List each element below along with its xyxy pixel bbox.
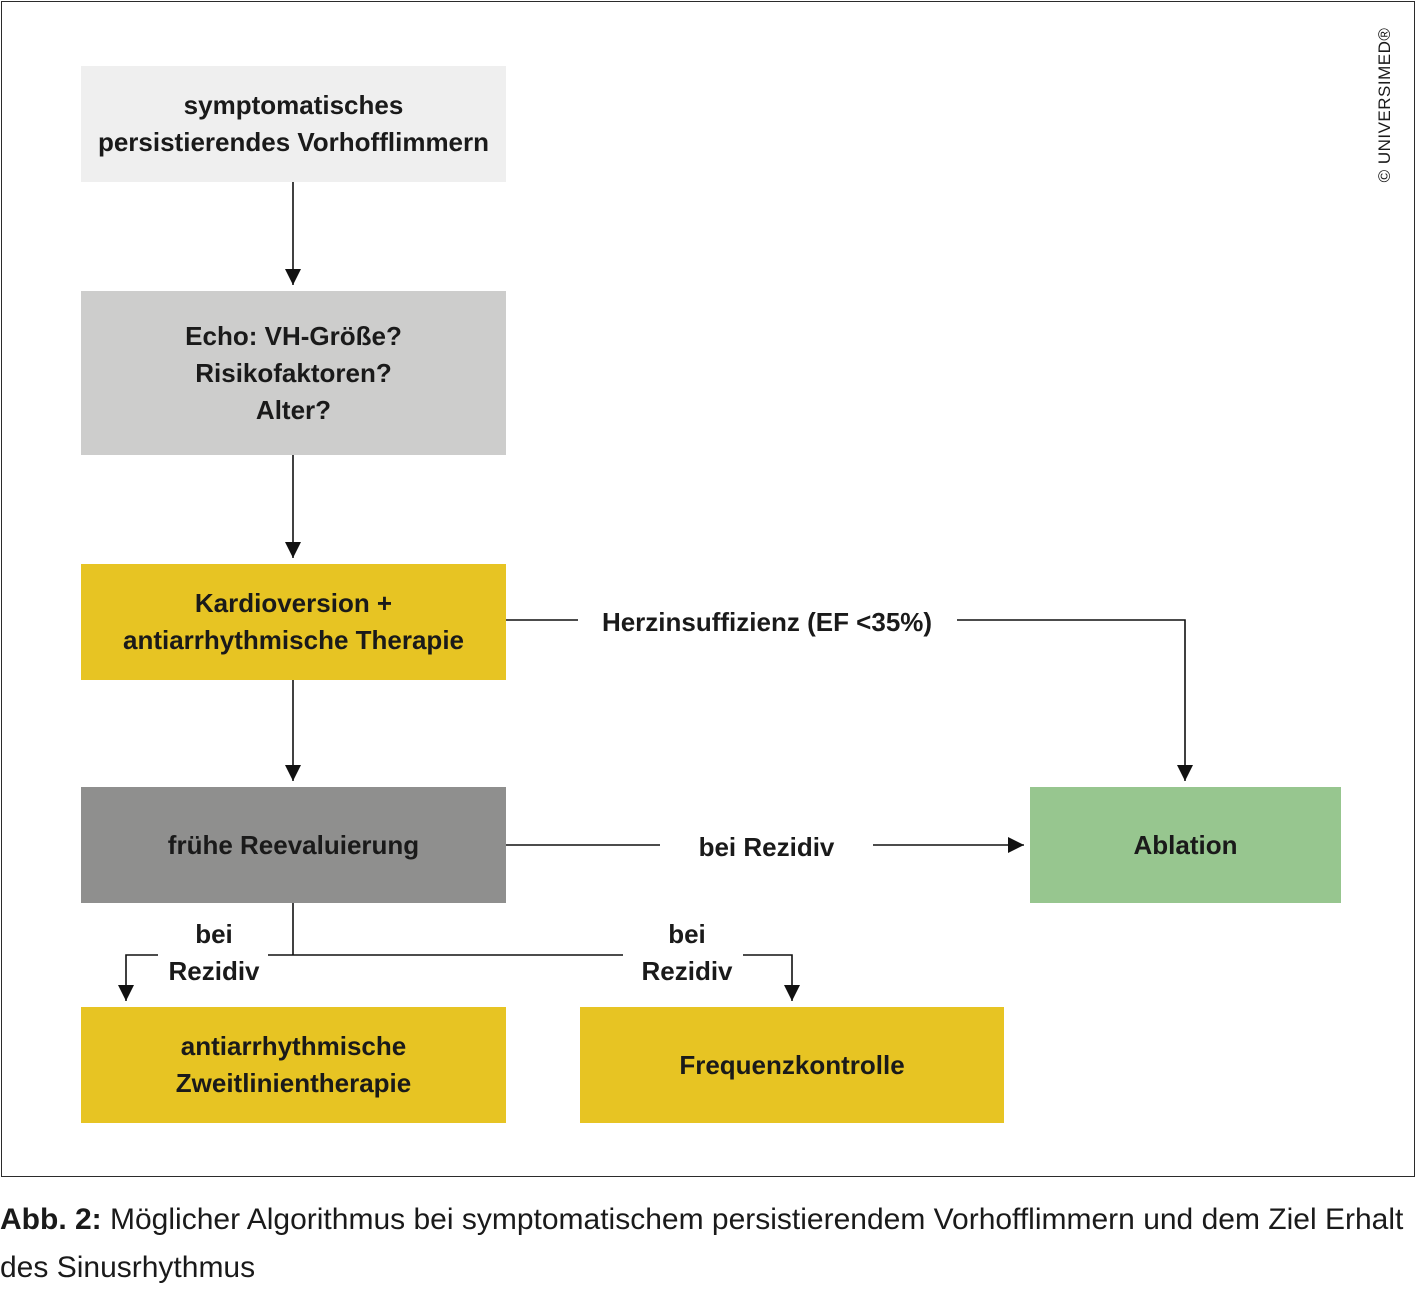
node-ablation: Ablation xyxy=(1030,787,1341,903)
edge-label-recurrence-second-line: bei Rezidiv xyxy=(168,919,260,986)
caption-text: Möglicher Algorithmus bei symptomatische… xyxy=(0,1203,1404,1284)
node-cardioversion: Kardioversion +antiarrhythmische Therapi… xyxy=(81,564,506,680)
copyright-notice: © UNIVERSIMED® xyxy=(1375,27,1394,183)
node-echo-assessment: Echo: VH-Größe?Risikofaktoren?Alter? xyxy=(81,291,506,455)
edge-label-heart-failure: Herzinsuffizienz (EF <35%) xyxy=(601,607,933,637)
arrow-to-zweitlinie xyxy=(118,954,158,1001)
edge-label-recurrence-ablation: bei Rezidiv xyxy=(698,832,835,862)
node-rate-control: Frequenzkontrolle xyxy=(580,1007,1004,1123)
figure-caption: Abb. 2: Möglicher Algorithmus bei sympto… xyxy=(0,1196,1417,1292)
figure-frame xyxy=(1,1,1415,1177)
node-early-reevaluation: frühe Reevaluierung xyxy=(81,787,506,903)
arrow-to-frequenz xyxy=(743,954,800,1001)
arrow-herz-label-to-ablation xyxy=(957,619,1193,781)
edge-label-recurrence-rate-control: bei Rezidiv xyxy=(641,919,733,986)
caption-label: Abb. 2: xyxy=(0,1203,102,1236)
